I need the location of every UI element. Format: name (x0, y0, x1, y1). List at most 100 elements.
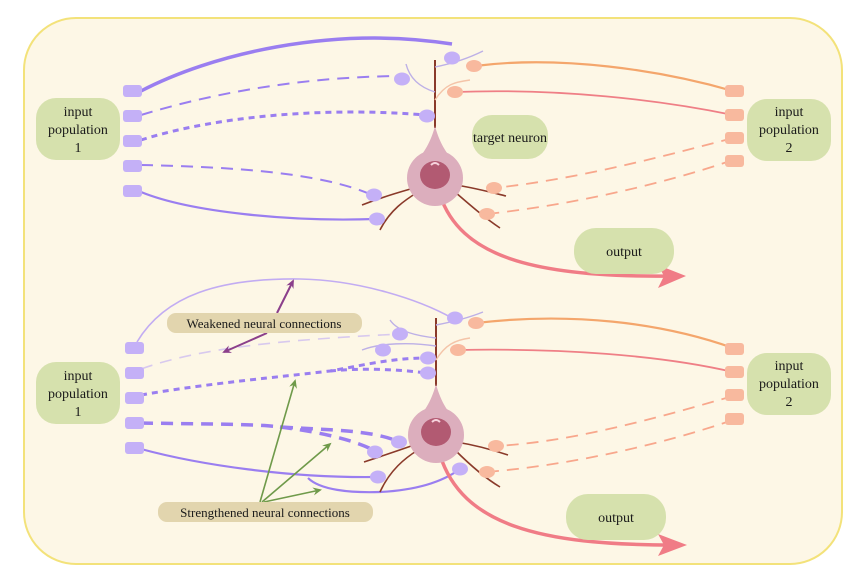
basal-dendrite (454, 191, 501, 229)
input-population-2-label: input population 2 (747, 353, 831, 415)
svg-text:population: population (759, 123, 819, 138)
input-population-1-label: input population 1 (36, 98, 120, 160)
panel-after: input population 1 input population 2 We… (36, 278, 831, 556)
synapse-p1 (420, 351, 436, 365)
synapse-p1 (367, 445, 383, 459)
input-terminal-p1 (125, 417, 144, 429)
output-label: output (574, 228, 674, 274)
weakened-arrow-up (276, 279, 294, 314)
svg-text:target neuron: target neuron (473, 131, 547, 146)
strengthened-arrow-1 (259, 379, 297, 503)
connection-p2-4-dashed (486, 159, 734, 215)
strengthened-arrow-3 (263, 487, 322, 503)
input-population-1-label: input population 1 (36, 362, 120, 424)
connection-p1-3-strengthened-a (140, 356, 428, 397)
dendrite-branch (389, 319, 437, 339)
dendrite-branch (434, 79, 471, 101)
connection-p1-5-solid (140, 447, 376, 479)
nucleus-highlight (431, 419, 441, 423)
input-terminal-p2 (725, 413, 744, 425)
connection-p2-2-solid (457, 348, 734, 373)
strengthened-connections-callout: Strengthened neural connections (158, 502, 373, 522)
input-terminal-p2 (725, 132, 744, 144)
connection-p2-1-solid (474, 61, 734, 93)
connection-p1-2-dashed (140, 75, 401, 116)
neuron-nucleus (421, 418, 451, 446)
input-terminal-p1 (123, 185, 142, 197)
output-label: output (566, 494, 666, 540)
input-terminal-p2 (725, 85, 744, 97)
synapse-p1 (452, 462, 468, 476)
input-terminal-p1 (125, 342, 144, 354)
strengthened-arrow-2 (261, 442, 332, 503)
synapse-p1 (366, 188, 382, 202)
dendrite-branch (405, 63, 436, 93)
synapse-p1 (447, 311, 463, 325)
svg-text:output: output (606, 245, 642, 260)
svg-text:2: 2 (786, 141, 793, 156)
connection-p1-1-weakened (136, 278, 453, 343)
synapse-p1 (394, 72, 410, 86)
synapse-p2 (450, 344, 466, 356)
synapse-p1 (375, 343, 391, 357)
input-terminal-p1 (125, 392, 144, 404)
input-terminal-p1 (123, 85, 142, 97)
synapse-p1 (444, 51, 460, 65)
connection-p2-3-dashed (495, 395, 734, 447)
input-terminal-p2 (725, 366, 744, 378)
svg-text:2: 2 (786, 395, 793, 410)
weakened-arrow-down (222, 332, 268, 353)
output-axon (438, 454, 673, 547)
svg-text:Weakened neural connections: Weakened neural connections (187, 316, 342, 331)
diagram-frame (23, 17, 843, 565)
dendrite-branch (361, 343, 437, 351)
svg-text:output: output (598, 511, 634, 526)
svg-text:input: input (64, 369, 93, 384)
output-arrowhead (658, 265, 686, 288)
basal-dendrite (454, 449, 501, 488)
synapse-p1 (419, 109, 435, 123)
svg-text:1: 1 (75, 405, 82, 420)
output-axon (438, 194, 673, 278)
input-terminal-p1 (123, 135, 142, 147)
synapse-p1 (392, 327, 408, 341)
synapse-p1 (391, 435, 407, 449)
output-arrowhead (658, 534, 687, 556)
input-terminal-p1 (125, 442, 144, 454)
synapse-p2 (466, 60, 482, 72)
connection-p1-3-strengthened-b (329, 367, 428, 375)
connection-p1-4-strengthened-b (279, 425, 376, 453)
input-terminal-p2 (725, 343, 744, 355)
connection-p1-5-solid (140, 190, 376, 221)
svg-text:population: population (48, 123, 108, 138)
synapse-p2 (486, 182, 502, 194)
synapse-p2 (479, 466, 495, 478)
synapse-p2 (447, 86, 463, 98)
connection-p1-2-weakened (140, 333, 401, 370)
connection-p1-4-strengthened-a (140, 421, 398, 443)
connection-p2-1-solid (475, 317, 734, 350)
input-terminal-p2 (725, 389, 744, 401)
synapse-p2 (488, 440, 504, 452)
synapse-p1 (370, 470, 386, 484)
panel-before: input population 1 input population 2 ta… (36, 36, 831, 288)
svg-text:population: population (48, 387, 108, 402)
input-terminal-p1 (125, 367, 144, 379)
input-terminal-p2 (725, 155, 744, 167)
svg-text:1: 1 (75, 141, 82, 156)
svg-text:Strengthened neural connection: Strengthened neural connections (180, 505, 350, 520)
synapse-p1 (369, 212, 385, 226)
connection-p1-4-dashed (140, 164, 373, 196)
svg-text:population: population (759, 377, 819, 392)
synapse-p2 (479, 208, 495, 220)
nucleus-highlight (430, 162, 440, 166)
connection-p2-2-solid (454, 90, 734, 116)
neuron-nucleus (420, 161, 450, 189)
connection-p1-1-strong (140, 36, 453, 93)
dendrite-branch (435, 337, 471, 361)
connection-p2-4-dashed (486, 419, 734, 473)
weakened-connections-callout: Weakened neural connections (167, 313, 362, 333)
input-terminal-p1 (123, 160, 142, 172)
svg-text:input: input (775, 105, 804, 120)
